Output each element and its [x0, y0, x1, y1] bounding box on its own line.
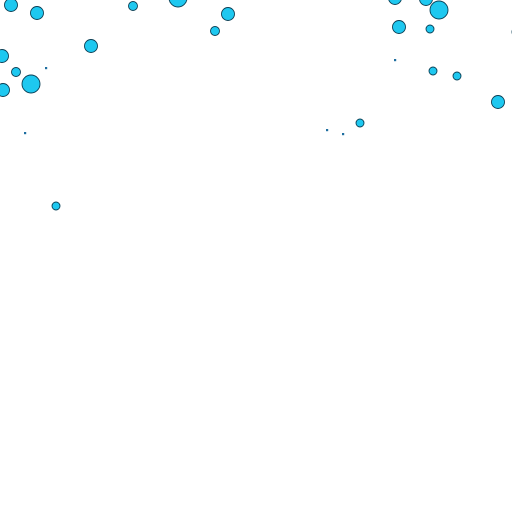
bubble[interactable]: [419, 0, 433, 6]
particle: [45, 67, 48, 70]
bubble[interactable]: [168, 0, 188, 8]
bubble[interactable]: [429, 0, 449, 20]
bubble[interactable]: [84, 39, 98, 53]
bubble[interactable]: [392, 20, 406, 34]
bubble[interactable]: [30, 6, 44, 20]
particle: [394, 59, 397, 62]
bubble[interactable]: [0, 83, 10, 97]
bubble[interactable]: [428, 66, 438, 76]
bubble[interactable]: [491, 95, 505, 109]
particle: [24, 132, 27, 135]
bubble[interactable]: [221, 7, 235, 21]
bubble[interactable]: [128, 1, 138, 11]
bubble[interactable]: [21, 74, 41, 94]
particle: [342, 133, 345, 136]
particle: [326, 129, 329, 132]
bubble[interactable]: [355, 118, 365, 128]
bubble[interactable]: [452, 71, 462, 81]
bubble[interactable]: [51, 201, 61, 211]
bubble[interactable]: [210, 26, 220, 36]
bubble[interactable]: [4, 0, 18, 12]
bubble[interactable]: [11, 67, 21, 77]
bubble[interactable]: [388, 0, 402, 5]
bubble[interactable]: [0, 49, 9, 63]
bubble[interactable]: [425, 24, 435, 34]
